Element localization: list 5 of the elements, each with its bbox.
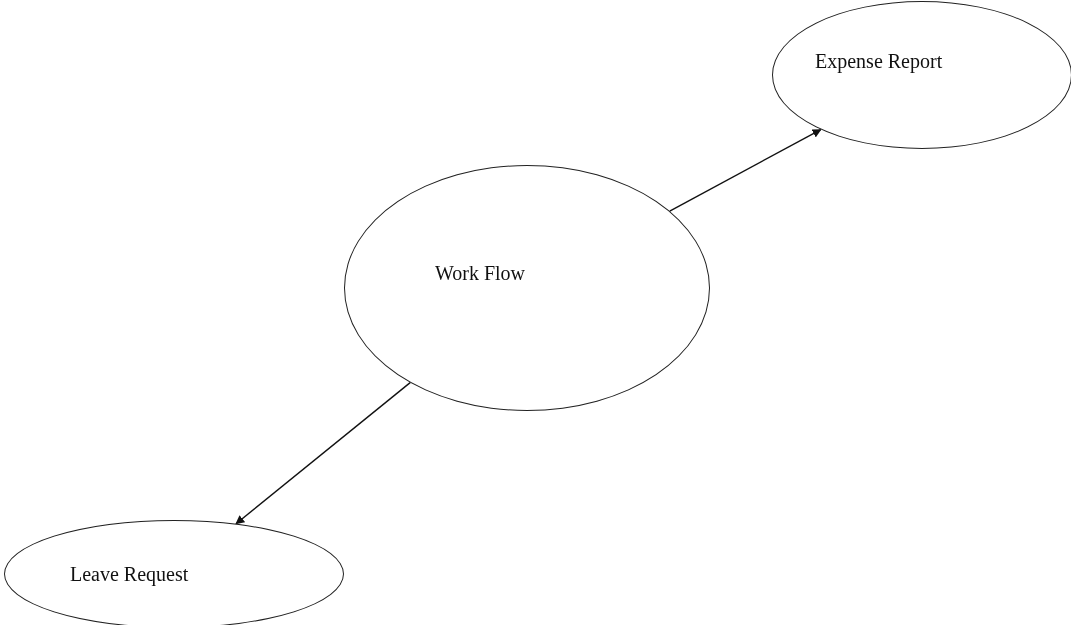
arrow xyxy=(235,381,411,525)
arrow xyxy=(669,128,822,212)
node-label: Leave Request xyxy=(70,563,189,586)
node-label: Expense Report xyxy=(815,50,943,73)
node-label: Work Flow xyxy=(435,262,526,285)
